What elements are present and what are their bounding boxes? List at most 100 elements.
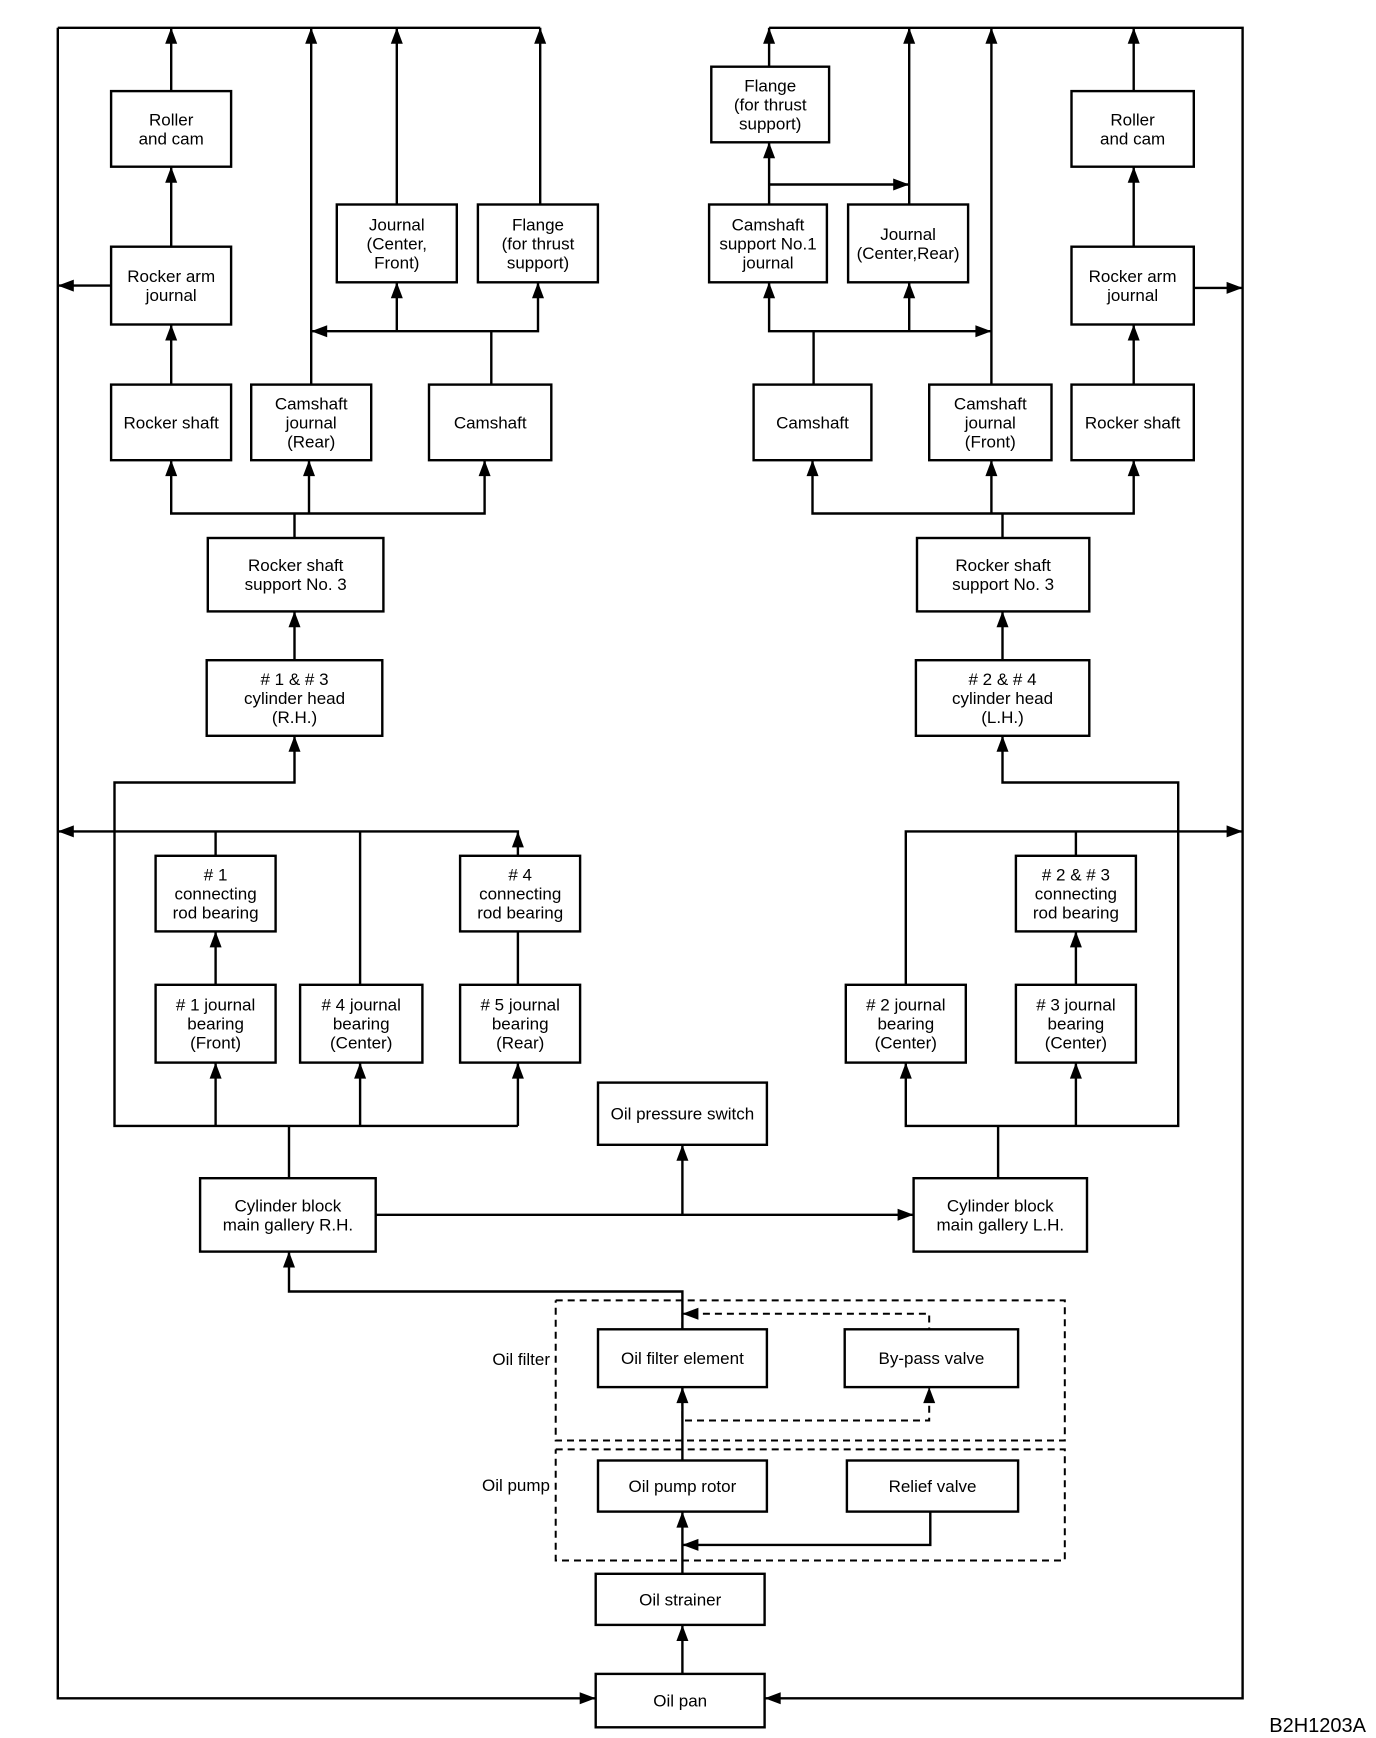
no5-journal-bearing-label: # 5 journal [481, 996, 560, 1015]
cylinder-head-lh-frame [914, 659, 1091, 738]
main-gallery-rh-label: main gallery R.H. [223, 1215, 353, 1234]
no2-journal-bearing-frame [844, 983, 967, 1064]
camshaft-journal-center-rear-lh-box: Journal(Center,Rear) [846, 203, 970, 284]
dashed-line [554, 1299, 1066, 1442]
rocker-shaft-support-lh-frame [915, 536, 1091, 613]
no4-journal-bearing-label: (Center) [330, 1034, 392, 1053]
arrowhead [1226, 281, 1243, 294]
oil-strainer-box: Oil strainer [594, 1572, 766, 1627]
camshaft-journal-rear-rh-label: (Rear) [287, 432, 335, 451]
rocker-arm-journal-rh-frame [109, 245, 233, 326]
oil-pressure-switch-label: Oil pressure switch [611, 1105, 755, 1124]
camshaft-journal-front-lh-label: (Front) [965, 432, 1016, 451]
dashed-line [681, 1312, 931, 1330]
no2-no3-connecting-rod-bearing-label: rod bearing [1033, 904, 1119, 923]
camshaft-journal-center-front-rh-label: Journal [369, 215, 425, 234]
cylinder-head-lh-label: cylinder head [952, 689, 1053, 708]
arrowhead [676, 1511, 689, 1528]
roller-and-cam-rh-frame [109, 89, 233, 168]
arrowhead [764, 1692, 781, 1705]
flange-thrust-support-rh-label: support) [507, 253, 569, 272]
bypass-valve-box: By-pass valve [843, 1328, 1020, 1389]
oil-strainer-frame [594, 1572, 766, 1627]
oil-filter-label: Oil filter [492, 1350, 550, 1369]
rocker-shaft-support-rh-label: support No. 3 [245, 575, 347, 594]
bypass-valve-label: By-pass valve [878, 1349, 984, 1368]
camshaft-support-no1-journal-lh-frame [707, 203, 829, 284]
arrowhead [899, 1062, 912, 1079]
no4-connecting-rod-bearing-frame [458, 854, 582, 933]
no3-journal-bearing-label: (Center) [1045, 1034, 1107, 1053]
dashed-line [554, 1448, 1066, 1562]
arrowhead [676, 1625, 689, 1641]
arrowhead [579, 1692, 596, 1705]
rocker-shaft-support-rh-frame [206, 536, 385, 613]
arrowhead [288, 735, 301, 752]
arrowhead [893, 178, 910, 191]
camshaft-journal-center-rear-lh-label: (Center,Rear) [857, 244, 960, 263]
rocker-shaft-support-rh-label: Rocker shaft [248, 556, 344, 575]
arrowhead [303, 460, 315, 477]
no5-journal-bearing-label: (Rear) [496, 1034, 544, 1053]
no2-journal-bearing-label: bearing [877, 1015, 934, 1034]
relief-valve-frame [845, 1459, 1020, 1513]
flange-thrust-support-lh-frame [710, 65, 831, 144]
no4-journal-bearing-frame [298, 983, 424, 1064]
arrowhead [511, 1062, 524, 1079]
arrowhead [985, 27, 998, 44]
no1-journal-bearing-label: bearing [187, 1015, 244, 1034]
arrowhead [165, 324, 178, 341]
camshaft-journal-center-rear-lh-frame [846, 203, 970, 284]
no2-no3-connecting-rod-bearing-label: # 2 & # 3 [1042, 866, 1110, 885]
arrowhead [985, 460, 998, 477]
camshaft-lh-label: Camshaft [776, 413, 849, 432]
camshaft-journal-rear-rh-label: journal [285, 413, 337, 432]
camshaft-journal-rear-rh-label: Camshaft [275, 394, 348, 413]
arrowhead [1127, 460, 1140, 477]
arrowhead [165, 27, 178, 44]
arrowhead [1069, 1062, 1082, 1079]
rocker-arm-journal-lh-label: journal [1106, 286, 1158, 305]
rocker-shaft-lh-frame [1070, 383, 1196, 462]
arrowhead [311, 325, 328, 338]
arrowhead [897, 1208, 914, 1221]
camshaft-journal-center-front-rh-label: Front) [374, 253, 419, 272]
arrowhead [283, 1251, 295, 1268]
flow-line [764, 26, 1244, 1700]
camshaft-rh-frame [427, 383, 553, 462]
flange-thrust-support-rh-frame [476, 203, 600, 284]
arrowhead [1069, 931, 1082, 948]
arrowhead [288, 611, 301, 628]
rocker-shaft-rh-frame [109, 383, 233, 462]
flow-line [311, 282, 540, 333]
camshaft-rh-box: Camshaft [427, 383, 553, 462]
arrowhead [1127, 166, 1140, 183]
camshaft-journal-center-rear-lh-label: Journal [880, 225, 936, 244]
flow-line [114, 830, 520, 856]
rocker-shaft-rh-box: Rocker shaft [109, 383, 233, 462]
no2-journal-bearing-label: (Center) [875, 1034, 937, 1053]
oil-pressure-switch-frame [596, 1081, 769, 1146]
cylinder-head-rh-frame [205, 659, 384, 738]
arrowhead [209, 1062, 222, 1079]
cylinder-head-lh-label: # 2 & # 4 [968, 670, 1036, 689]
flow-line [113, 735, 518, 1128]
arrowhead [1127, 27, 1140, 44]
no4-journal-bearing-label: # 4 journal [322, 996, 401, 1015]
cylinder-head-rh-label: # 1 & # 3 [260, 670, 328, 689]
arrowhead [682, 1538, 699, 1551]
arrowhead [903, 27, 916, 44]
roller-and-cam-rh-label: Roller [149, 110, 194, 129]
flow-line [904, 830, 1179, 985]
rocker-shaft-lh-label: Rocker shaft [1085, 413, 1181, 432]
